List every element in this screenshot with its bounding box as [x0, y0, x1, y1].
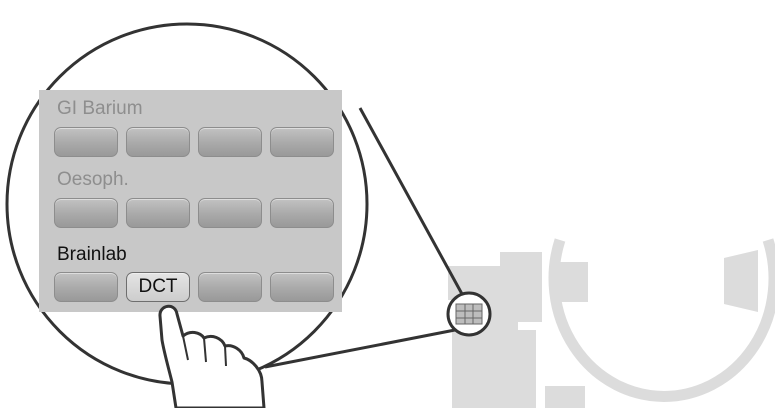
button-row-brainlab: DCT [54, 272, 334, 302]
preset-button[interactable] [198, 198, 262, 228]
small-keypad-icon [455, 303, 483, 325]
device-base [545, 386, 585, 408]
preset-button[interactable] [270, 272, 334, 302]
preset-button[interactable] [54, 127, 118, 157]
preset-button[interactable] [198, 272, 262, 302]
zoom-line-top [358, 107, 464, 295]
preset-button[interactable] [54, 198, 118, 228]
preset-button[interactable] [270, 198, 334, 228]
dct-button[interactable]: DCT [126, 272, 190, 302]
c-arm-detector [552, 262, 588, 302]
group-label-oesoph: Oesoph. [57, 169, 129, 190]
preset-button[interactable] [270, 127, 334, 157]
button-row-gi-barium [54, 127, 334, 157]
group-label-brainlab: Brainlab [57, 244, 127, 265]
preset-button[interactable] [54, 272, 118, 302]
zoom-line-bottom [264, 328, 456, 369]
preset-button[interactable] [198, 127, 262, 157]
preset-button[interactable] [126, 127, 190, 157]
button-row-oesoph [54, 198, 334, 228]
group-label-gi-barium: GI Barium [57, 98, 143, 119]
preset-button[interactable] [126, 198, 190, 228]
c-arm-tube [724, 250, 758, 312]
device-cart-side [518, 330, 536, 408]
c-arm-arc [548, 238, 775, 402]
preset-panel: GI Barium Oesoph. Brainlab DCT [39, 90, 342, 312]
